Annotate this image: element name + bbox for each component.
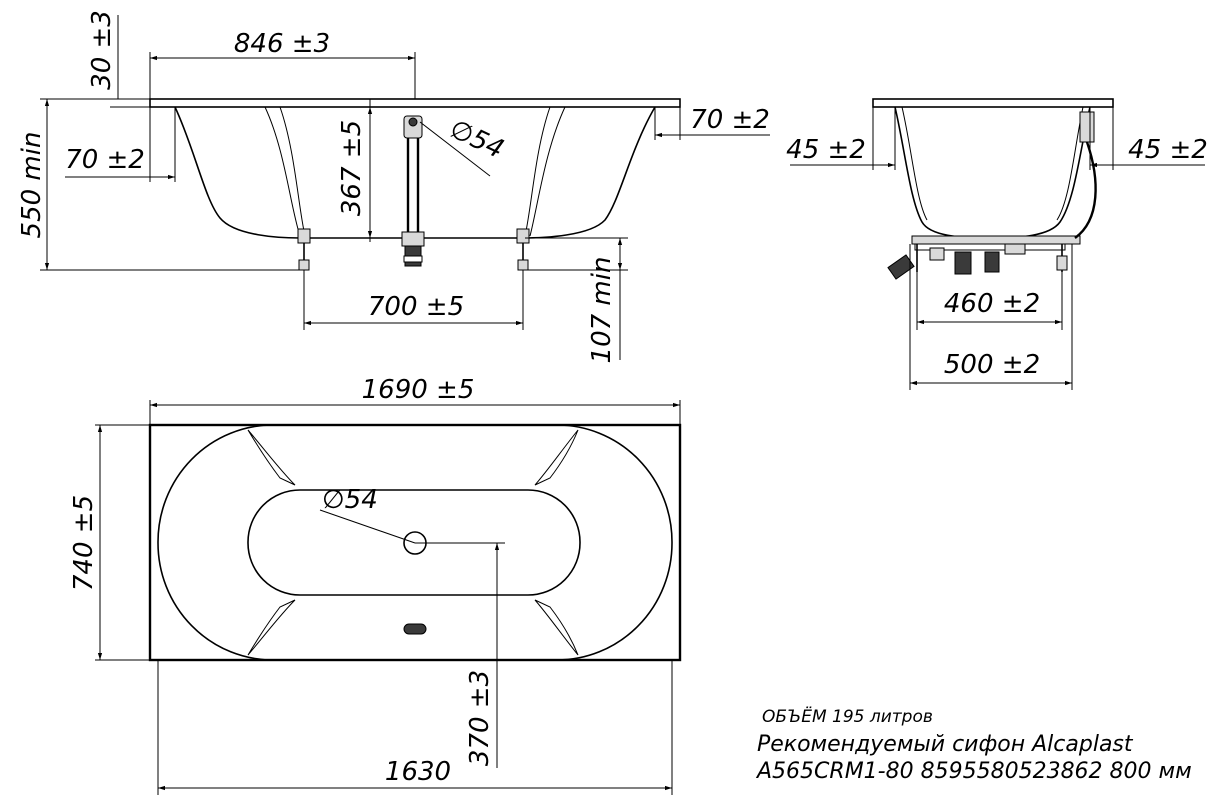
dim-846: 846 ±3 xyxy=(234,29,330,59)
front-view: 846 ±3 30 ±3 550 min 70 ±2 70 ±2 367 ±5 … xyxy=(17,10,770,363)
dim-740: 740 ±5 xyxy=(69,495,99,591)
top-bowl-inner xyxy=(247,489,581,596)
dim-107: 107 min xyxy=(587,257,617,364)
notes: ОБЪЁМ 195 литров Рекомендуемый сифон Alc… xyxy=(755,706,1192,784)
front-inner-left-2 xyxy=(279,106,306,237)
dim-54-front: ∅54 xyxy=(445,114,508,165)
top-view: ∅54 1690 ±5 740 ±5 370 ±3 1630 xyxy=(69,375,682,795)
dim-1690: 1690 ±5 xyxy=(362,375,475,405)
side-view: 45 ±2 45 ±2 460 ±2 500 ±2 xyxy=(786,98,1208,390)
dim-500: 500 ±2 xyxy=(944,350,1040,380)
dim-550: 550 min xyxy=(17,132,47,239)
dim-700: 700 ±5 xyxy=(368,292,464,322)
dim-30: 30 ±3 xyxy=(87,10,117,90)
front-rim xyxy=(149,98,681,108)
dim-460: 460 ±2 xyxy=(944,289,1040,319)
side-frame xyxy=(911,235,1081,245)
side-rim xyxy=(872,98,1114,108)
dim-1630: 1630 xyxy=(385,757,451,787)
dim-370: 370 ±3 xyxy=(465,670,495,766)
dim-45-right: 45 ±2 xyxy=(1128,135,1208,165)
dim-70-right: 70 ±2 xyxy=(690,105,770,135)
top-overflow xyxy=(403,623,427,635)
dim-45-left: 45 ±2 xyxy=(786,135,866,165)
dim-367: 367 ±5 xyxy=(337,120,367,216)
front-inner-right-2 xyxy=(524,106,551,237)
front-leg-left xyxy=(297,228,311,271)
front-inner-right xyxy=(529,106,566,237)
side-tub-body xyxy=(894,106,1091,239)
dim-54-top: ∅54 xyxy=(322,485,378,515)
front-siphon xyxy=(401,115,425,267)
top-bowl-outer xyxy=(157,424,673,661)
front-leg-right xyxy=(516,228,530,271)
front-inner-left xyxy=(264,106,301,237)
note-siphon: Рекомендуемый сифон Alcaplast xyxy=(757,732,1134,757)
note-volume: ОБЪЁМ 195 литров xyxy=(762,706,933,727)
note-article: A565CRM1-80 8595580523862 800 мм xyxy=(755,759,1192,784)
dim-70-left: 70 ±2 xyxy=(65,145,145,175)
